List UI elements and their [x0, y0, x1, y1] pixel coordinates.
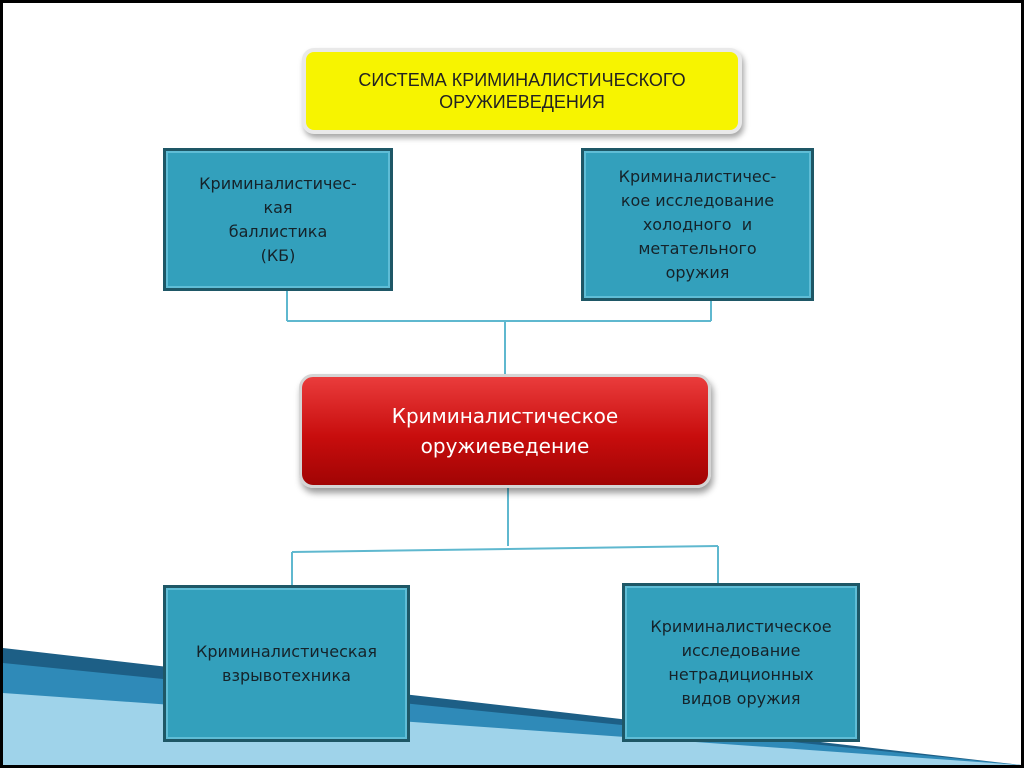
center-box: Криминалистическое оружиеведение	[299, 374, 711, 488]
box-explosives-line-1: Криминалистическая	[196, 641, 377, 661]
box-cold-weapons: Криминалистичес- кое исследование холодн…	[581, 148, 814, 301]
box-nontraditional-line-2: исследование	[681, 640, 801, 660]
box-ballistics-line-3: баллистика	[228, 221, 328, 241]
box-ballistics-line-1: Криминалистичес-	[199, 173, 357, 193]
box-nontraditional-weapons: Криминалистическое исследование нетрадиц…	[622, 583, 860, 742]
box-nontraditional-line-4: видов оружия	[681, 688, 801, 708]
box-explosives-line-2: взрывотехника	[222, 665, 351, 685]
box-explosives: Криминалистическая взрывотехника	[163, 585, 410, 742]
center-line-1: Криминалистическое	[391, 404, 619, 428]
connector-lines	[286, 290, 719, 585]
center-line-2: оружиеведение	[420, 434, 590, 458]
box-cold-weapons-line-4: метательного	[638, 238, 757, 258]
box-ballistics-line-2: кая	[263, 197, 293, 217]
title-box: СИСТЕМА КРИМИНАЛИСТИЧЕСКОГО ОРУЖИЕВЕДЕНИ…	[302, 48, 742, 134]
connector-bottom-horizontal	[291, 545, 719, 553]
box-cold-weapons-line-3: холодного и	[642, 214, 753, 234]
box-ballistics: Криминалистичес- кая баллистика (КБ)	[163, 148, 393, 291]
box-cold-weapons-line-1: Криминалистичес-	[618, 166, 777, 186]
slide: СИСТЕМА КРИМИНАЛИСТИЧЕСКОГО ОРУЖИЕВЕДЕНИ…	[3, 3, 1021, 765]
title-line-1: СИСТЕМА КРИМИНАЛИСТИЧЕСКОГО	[358, 70, 686, 90]
box-nontraditional-line-3: нетрадиционных	[668, 664, 814, 684]
box-ballistics-line-4: (КБ)	[260, 245, 296, 265]
box-cold-weapons-line-5: оружия	[665, 262, 730, 282]
box-cold-weapons-line-2: кое исследование	[620, 190, 775, 210]
title-line-2: ОРУЖИЕВЕДЕНИЯ	[439, 92, 605, 112]
box-nontraditional-line-1: Криминалистическое	[650, 616, 832, 636]
